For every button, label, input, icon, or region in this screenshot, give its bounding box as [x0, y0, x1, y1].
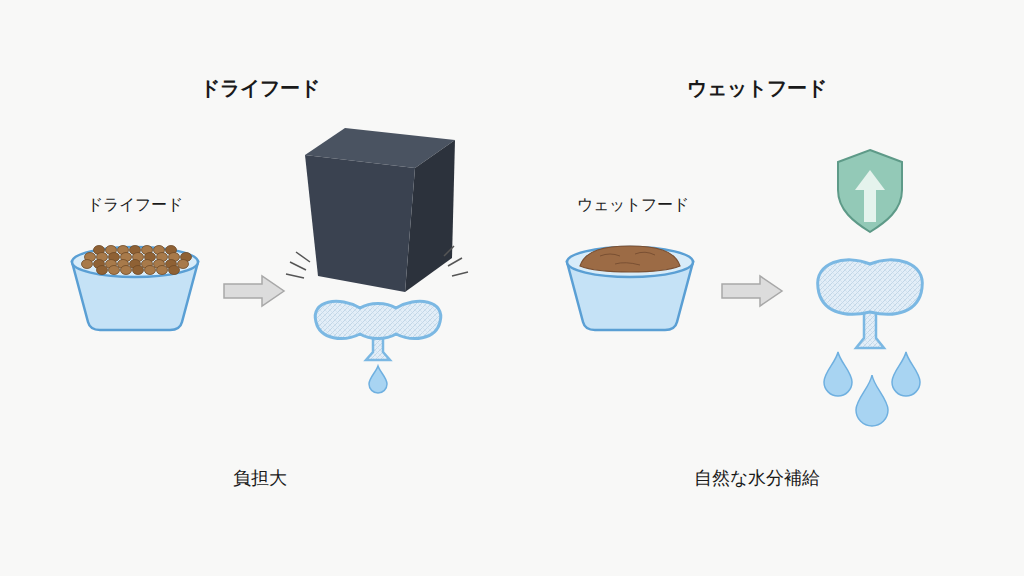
flow-arrow [722, 276, 782, 306]
flow-arrow [224, 276, 284, 306]
kibble [97, 266, 108, 275]
kibble [178, 260, 189, 269]
panel-heading: ドライフード [200, 76, 320, 100]
dry-food-bowl [72, 246, 198, 331]
heavy-cube [286, 128, 468, 292]
protection-shield [838, 150, 902, 232]
result-label: 負担大 [233, 467, 287, 489]
kibble [169, 266, 180, 275]
pressed-kidney [315, 301, 441, 393]
kibble [82, 260, 93, 269]
food-label: ウェットフード [577, 195, 689, 214]
panel-heading: ウェットフード [687, 76, 827, 100]
result-label: 自然な水分補給 [694, 467, 820, 489]
wet-food-bowl [567, 246, 693, 330]
kibble [157, 266, 168, 275]
kibble [121, 266, 132, 275]
kibble [109, 266, 120, 275]
healthy-kidney [818, 260, 923, 426]
kibble [145, 266, 156, 275]
food-label: ドライフード [87, 195, 183, 214]
kibble [133, 266, 144, 275]
